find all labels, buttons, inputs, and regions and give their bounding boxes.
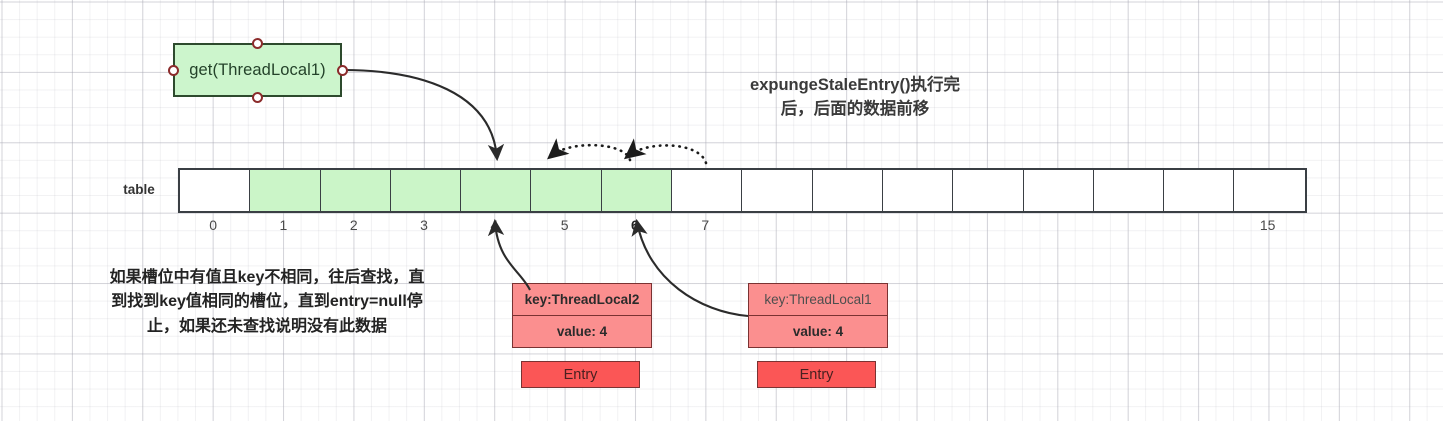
table-cell-1[interactable] (250, 170, 321, 211)
entry2-footer-text: Entry (799, 366, 834, 383)
table-cell-3[interactable] (390, 170, 462, 211)
get-node-label: get(ThreadLocal1) (189, 60, 326, 79)
entry1-key-text: key:ThreadLocal2 (524, 292, 640, 307)
table-index-14 (1162, 217, 1232, 239)
table-index-4: 4 (490, 217, 499, 233)
table-index-1: 1 (279, 217, 288, 233)
table-index-0: 0 (209, 217, 218, 233)
table-index-8 (740, 217, 810, 239)
arrow-shift-7-to-6 (623, 138, 708, 165)
entry2-value: value: 4 (748, 316, 888, 348)
entry2-key-text: key:ThreadLocal1 (764, 292, 872, 307)
note-line-2: 到找到key值相同的槽位，直到entry=null停 (111, 293, 423, 311)
entry1-footer: Entry (521, 361, 640, 388)
node-port-right[interactable] (336, 64, 348, 76)
table-cell-7[interactable] (672, 170, 743, 211)
entry-box-threadlocal1[interactable]: key:ThreadLocal1 value: 4 (748, 283, 888, 348)
table-cell-2[interactable] (320, 170, 391, 211)
entry1-value-text: value: 4 (556, 324, 608, 339)
table-index-10 (881, 217, 951, 239)
entry1-key: key:ThreadLocal2 (512, 283, 652, 316)
table-index-13 (1092, 217, 1162, 239)
table-label: table (123, 182, 155, 197)
table-cell-13[interactable] (1093, 170, 1165, 211)
table-cell-10[interactable] (882, 170, 954, 211)
table-array (178, 168, 1307, 213)
note-line-1: 如果槽位中有值且key不相同，往后查找，直 (109, 269, 425, 286)
entry2-footer: Entry (757, 361, 876, 388)
table-index-5: 5 (560, 217, 569, 233)
table-cell-0[interactable] (180, 170, 251, 211)
table-index-2: 2 (349, 217, 358, 233)
table-cell-11[interactable] (953, 170, 1024, 211)
node-port-bottom[interactable] (252, 91, 263, 103)
entry2-key: key:ThreadLocal1 (748, 283, 888, 316)
node-port-top[interactable] (252, 37, 263, 49)
table-index-9 (811, 217, 881, 239)
table-cell-15[interactable] (1234, 170, 1305, 211)
arrow-get-to-slot4 (342, 68, 505, 162)
table-cell-4[interactable] (461, 170, 532, 211)
table-index-6: 6 (631, 217, 639, 233)
entry1-footer-text: Entry (563, 366, 598, 383)
table-index-row: 0 1 2 3 4 5 6 7 15 (178, 217, 1303, 239)
arrow-shift-6-to-5 (547, 138, 632, 162)
headline-text: expungeStaleEntry()执行完 后，后面的数据前移 (690, 74, 1020, 122)
headline-line-1: expungeStaleEntry()执行完 (750, 76, 960, 94)
note-line-3: 止，如果还未查找说明没有此数据 (146, 317, 387, 335)
table-index-3: 3 (420, 217, 428, 233)
table-cell-9[interactable] (812, 170, 883, 211)
table-index-15: 15 (1259, 217, 1276, 233)
node-port-left[interactable] (167, 64, 179, 76)
table-cell-6[interactable] (601, 170, 673, 211)
table-index-7: 7 (701, 217, 710, 233)
table-cell-5[interactable] (531, 170, 602, 211)
entry-box-threadlocal2[interactable]: key:ThreadLocal2 value: 4 (512, 283, 652, 348)
table-cell-8[interactable] (742, 170, 813, 211)
table-index-12 (1022, 217, 1092, 239)
table-cell-14[interactable] (1164, 170, 1235, 211)
explanation-note: 如果槽位中有值且key不相同，往后查找，直 到找到key值相同的槽位，直到ent… (42, 266, 492, 339)
get-threadlocal-node[interactable]: get(ThreadLocal1) (173, 43, 342, 97)
headline-line-2: 后，后面的数据前移 (780, 99, 930, 118)
table-index-11 (951, 217, 1021, 239)
entry2-value-text: value: 4 (792, 324, 844, 339)
entry1-value: value: 4 (512, 316, 652, 348)
table-cell-12[interactable] (1023, 170, 1094, 211)
